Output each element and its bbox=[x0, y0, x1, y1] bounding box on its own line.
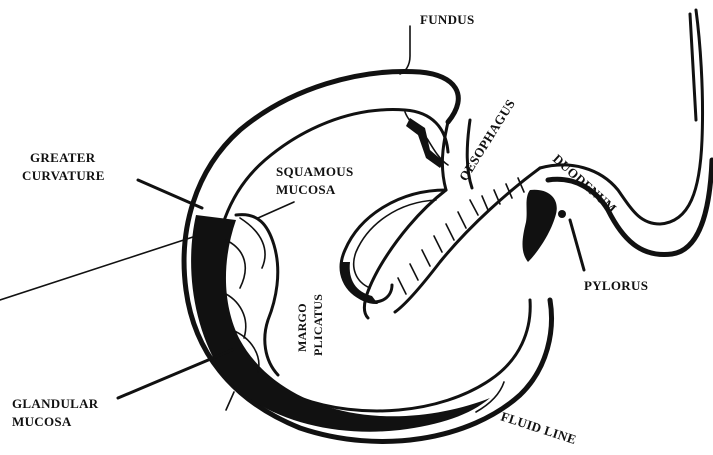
label-greater-curvature-line1: GREATER bbox=[30, 150, 96, 165]
label-fluid-line: FLUID LINE bbox=[499, 409, 578, 448]
label-margo-plicatus-line2: PLICATUS bbox=[311, 294, 325, 356]
label-margo-plicatus-line1: MARGO bbox=[295, 303, 309, 352]
label-glandular-mucosa-line1: GLANDULAR bbox=[12, 396, 99, 411]
labels: FUNDUS OESOPHAGUS DUODENUM GREATER CURVA… bbox=[12, 12, 648, 447]
label-fundus: FUNDUS bbox=[420, 12, 475, 27]
label-duodenum: DUODENUM bbox=[550, 151, 620, 216]
label-squamous-mucosa-line2: MUCOSA bbox=[276, 182, 336, 197]
label-glandular-mucosa-line2: MUCOSA bbox=[12, 414, 72, 429]
label-squamous-mucosa-line1: SQUAMOUS bbox=[276, 164, 354, 179]
glandular-region bbox=[191, 215, 490, 432]
label-pylorus: PYLORUS bbox=[584, 278, 648, 293]
duodenum bbox=[523, 10, 713, 262]
leader-lines bbox=[0, 26, 584, 412]
pylorus-pointer-dot bbox=[558, 210, 566, 218]
label-oesophagus: OESOPHAGUS bbox=[456, 97, 518, 184]
label-greater-curvature-line2: CURVATURE bbox=[22, 168, 105, 183]
